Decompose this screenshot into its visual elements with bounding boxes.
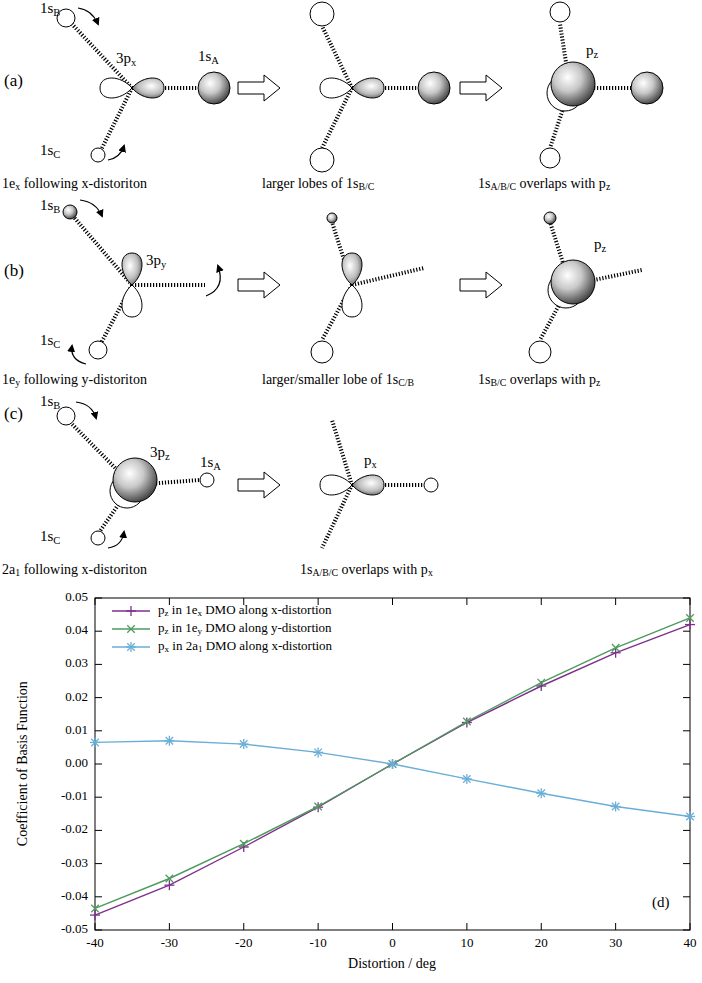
orbital-label: 1ex following x-distoriton (2, 176, 147, 191)
orbital-label: larger lobes of 1sB/C (262, 176, 374, 191)
orbital-label: 1sC (40, 528, 60, 545)
axis-label: Distortion / deg (348, 956, 436, 971)
tick-label: -0.05 (61, 922, 88, 936)
orbital-label: 1ey following y-distoriton (2, 372, 147, 387)
legend-text: px in 2a1 DMO along x-distortion (158, 639, 332, 653)
orbital-label: (c) (4, 405, 23, 424)
tick-label: 0.04 (65, 623, 88, 637)
tick-label: 10 (460, 936, 473, 950)
tick-label: -10 (309, 936, 326, 950)
orbital-label: 1sA (200, 454, 221, 471)
orbital-label: 1sA (198, 48, 219, 65)
tick-label: 30 (609, 936, 622, 950)
tick-label: 0.03 (65, 656, 88, 670)
tick-label: -30 (161, 936, 178, 950)
orbital-label: 3px (116, 50, 136, 67)
legend-text: pz in 1ey DMO along y-distortion (158, 621, 332, 635)
axis-label: (d) (652, 894, 670, 911)
orbital-label: 3py (146, 252, 166, 269)
orbital-label: 1sA/B/C overlaps with pz (478, 176, 610, 191)
orbital-label: pz (594, 236, 606, 253)
tick-label: -0.02 (61, 822, 88, 836)
orbital-label: pz (586, 42, 598, 59)
orbital-label: (b) (4, 262, 24, 281)
tick-label: -0.04 (61, 889, 88, 903)
tick-label: 40 (684, 936, 697, 950)
tick-label: -20 (235, 936, 252, 950)
tick-label: 0 (389, 936, 396, 950)
orbital-label: 1sB (40, 197, 60, 214)
tick-label: -0.03 (61, 856, 88, 870)
orbital-label: 1sB (40, 393, 60, 410)
tick-label: 0.02 (65, 690, 88, 704)
orbital-label: 3pz (150, 444, 170, 461)
orbital-label: larger/smaller lobe of 1sC/B (262, 372, 414, 387)
orbital-label: px (364, 452, 377, 469)
orbital-label: 2a1 following x-distoriton (2, 562, 147, 577)
tick-label: -40 (86, 936, 103, 950)
orbital-label: 1sC (40, 332, 60, 349)
tick-label: 0.01 (65, 723, 88, 737)
orbital-label: (a) (4, 72, 23, 91)
legend-text: pz in 1ex DMO along x-distortion (158, 603, 332, 617)
tick-label: 20 (535, 936, 548, 950)
axis-label: Coefficient of Basis Function (14, 681, 29, 846)
tick-label: 0.00 (65, 756, 88, 770)
orbital-label: 1sA/B/C overlaps with px (300, 562, 433, 577)
tick-label: -0.01 (61, 789, 88, 803)
orbital-label: 1sC (40, 142, 60, 159)
tick-label: 0.05 (65, 590, 88, 604)
orbital-label: 1sB/C overlaps with pz (478, 372, 600, 387)
orbital-label: 1sB (40, 0, 60, 17)
